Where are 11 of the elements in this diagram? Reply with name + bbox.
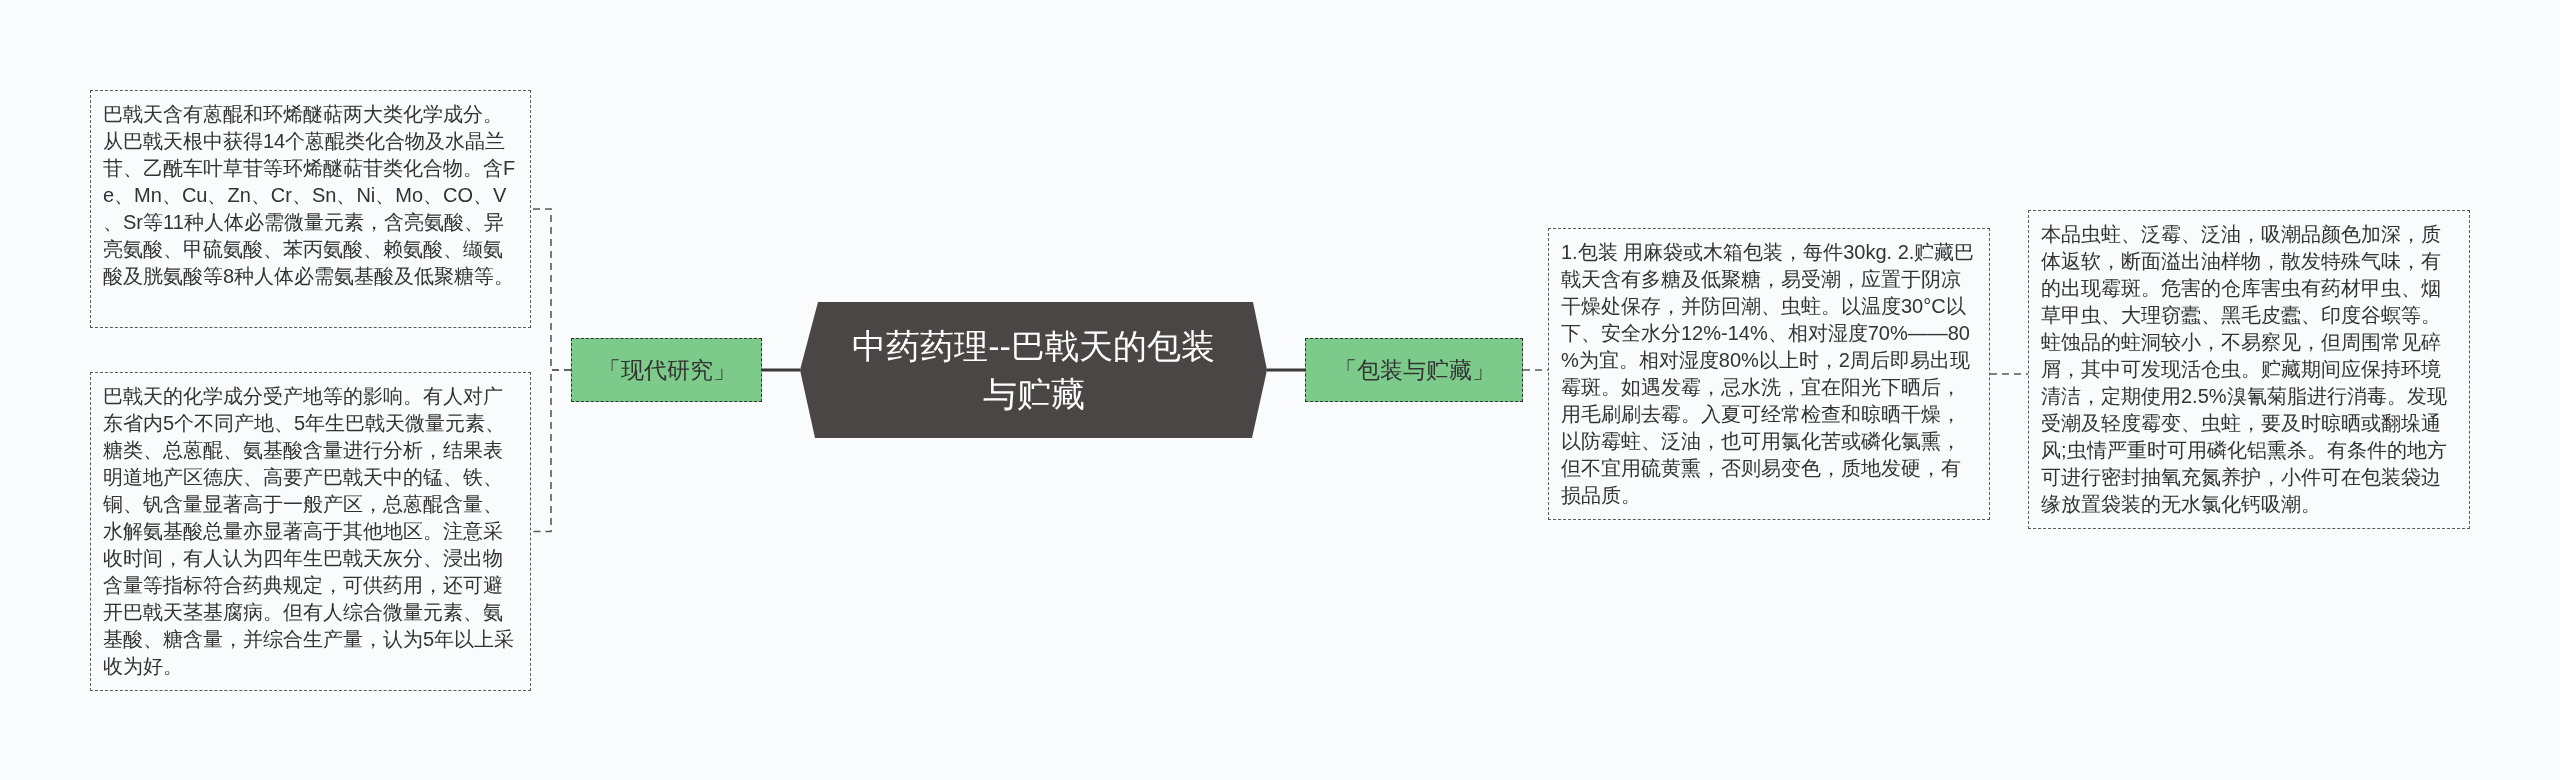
note-box: 巴戟天的化学成分受产地等的影响。有人对广东省内5个不同产地、5年生巴戟天微量元素、糖类、总蒽醌、氨基酸含量进行分析，结果表明道地产区德庆、高要产巴戟天中的锰、铁、铜、钒含量显著高于一般产区，总蒽醌含量、水解氨基酸总量亦显著高于其他地区。注意采收时间，有人认为四年生巴戟天灰分、浸出物含量等指标符合药典规定，可供药用，还可避开巴戟天茎基腐病。但有人综合微量元素、氨基酸、糖含量，并综合生产量，认为5年以上采收为好。: [90, 372, 531, 691]
topic-hexagon: 中药药理--巴戟天的包装与贮藏: [800, 302, 1267, 438]
note-box: 本品虫蛀、泛霉、泛油，吸潮品颜色加深，质体返软，断面溢出油样物，散发特殊气味，有的出现霉斑。危害的仓库害虫有药材甲虫、烟草甲虫、大理窃蠹、黑毛皮蠹、印度谷螟等。蛀蚀品的蛀洞较小，不易察见，但周围常见碎屑，其中可发现活仓虫。贮藏期间应保持环境清洁，定期使用2.5%溴氰菊脂进行消毒。发现受潮及轻度霉变、虫蛀，要及时晾晒或翻垛通风;虫情严重时可用磷化铝熏杀。有条件的地方可进行密封抽氧充氮养护，小件可在包装袋边缘放置袋装的无水氯化钙吸潮。: [2028, 210, 2470, 529]
topic-box: 「包装与贮藏」: [1305, 338, 1523, 402]
connector-line: [1267, 368, 1305, 372]
topic-box: 「现代研究」: [571, 338, 762, 402]
note-box: 巴戟天含有蒽醌和环烯醚萜两大类化学成分。从巴戟天根中获得14个蒽醌类化合物及水晶兰苷、乙酰车叶草苷等环烯醚萜苷类化合物。含Fe、Mn、Cu、Zn、Cr、Sn、Ni、Mo、CO、V、Sr等11种人体必需微量元素，含亮氨酸、异亮氨酸、甲硫氨酸、苯丙氨酸、赖氨酸、缬氨酸及胱氨酸等8种人体必需氨基酸及低聚糖等。: [90, 90, 531, 328]
connector-line: [762, 368, 800, 372]
connector-line: [1989, 373, 2029, 375]
connector-line: [1522, 369, 1549, 371]
note-box: 1.包装 用麻袋或木箱包装，每件30kg. 2.贮藏巴戟天含有多糖及低聚糖，易受潮，应置于阴凉干燥处保存，并防回潮、虫蛀。以温度30°C以下、安全水分12%-14%、相对湿度70%——80%为宜。相对湿度80%以上时，2周后即易出现霉斑。如遇发霉，忌水洗，宜在阳光下晒后，用毛刷刷去霉。入夏可经常检查和晾晒干燥，以防霉蛀、泛油，也可用氯化苦或磷化氯熏，但不宜用硫黄熏，否则易变色，质地发硬，有损品质。: [1548, 228, 1990, 520]
